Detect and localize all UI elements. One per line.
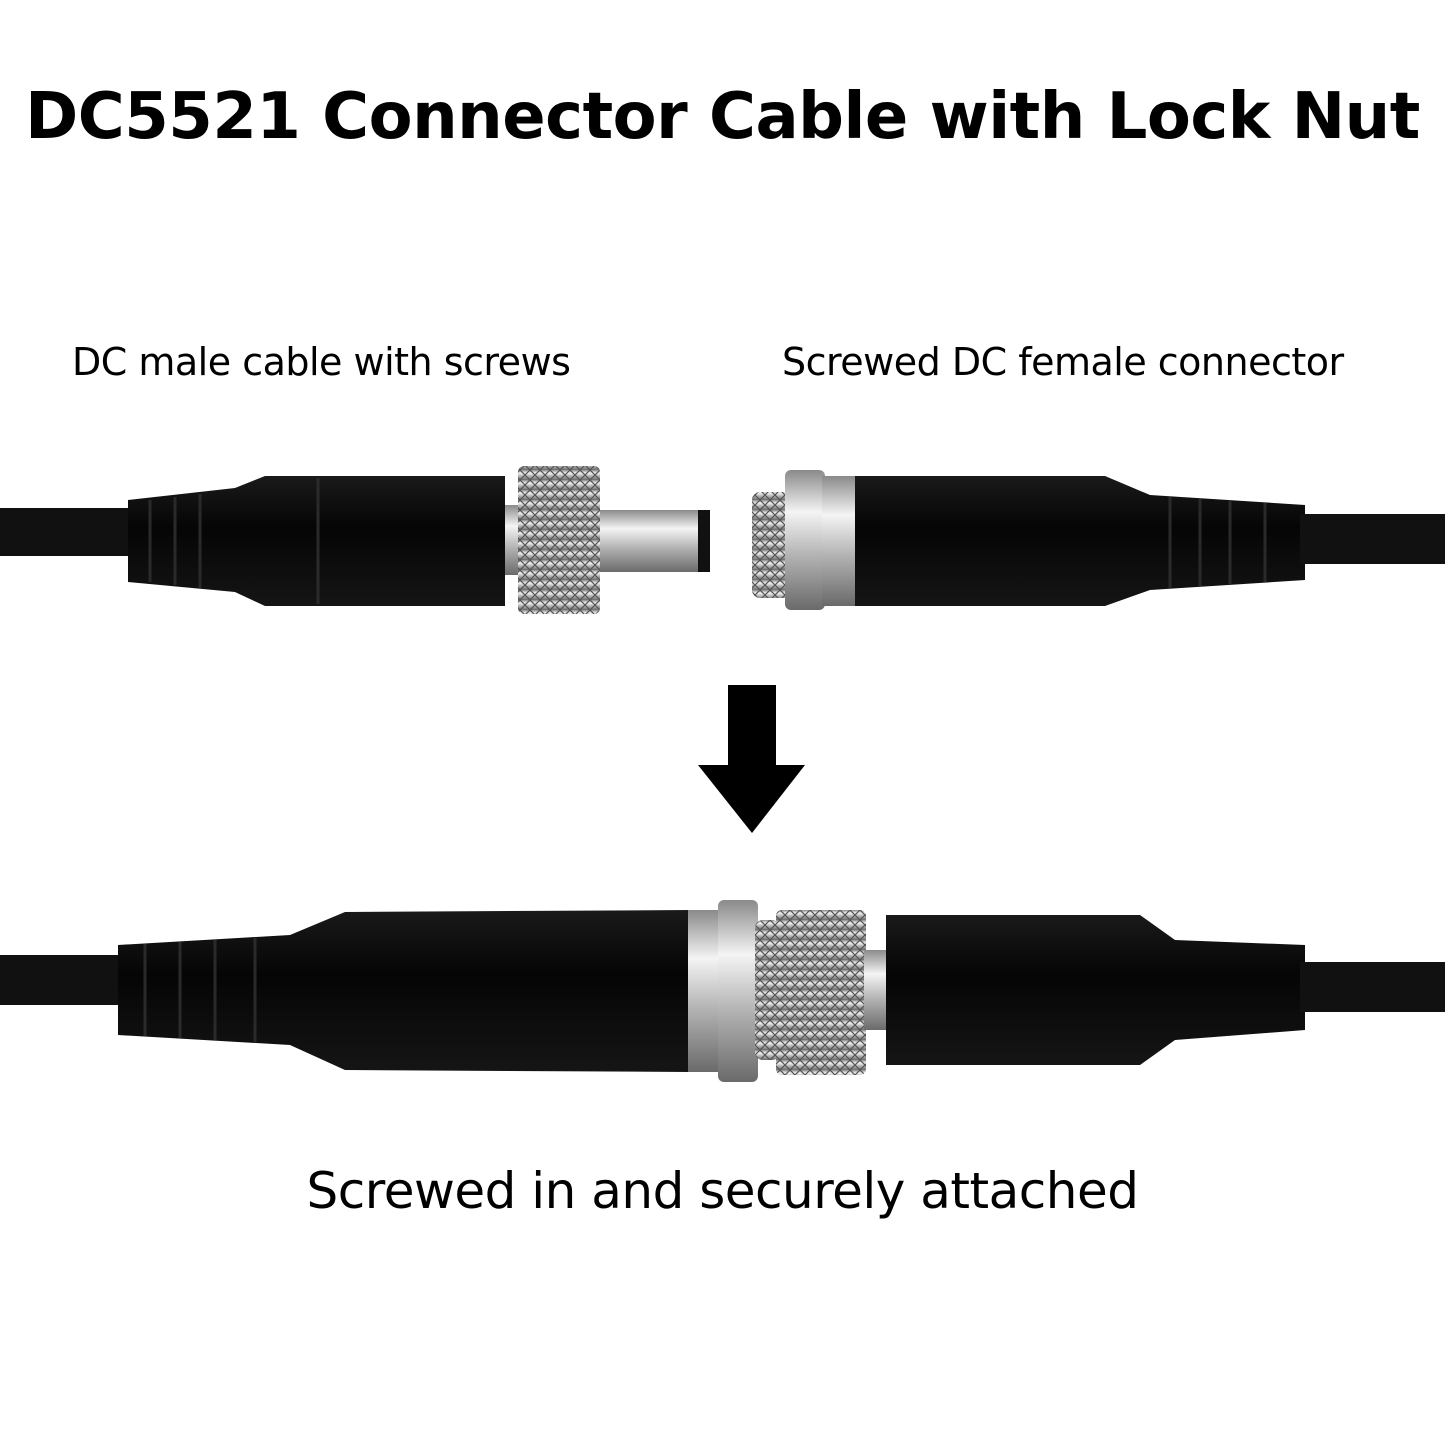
down-arrow-icon [698, 685, 805, 833]
male-cable-label: DC male cable with screws [72, 340, 571, 384]
female-connector-label: Screwed DC female connector [782, 340, 1344, 384]
knurled-lock-nut [518, 466, 600, 614]
caption: Screwed in and securely attached [306, 1162, 1139, 1220]
female-connector [752, 470, 1445, 610]
connected-cable [0, 900, 1445, 1082]
page-title: DC5521 Connector Cable with Lock Nut [25, 80, 1420, 154]
male-cable [0, 466, 710, 614]
